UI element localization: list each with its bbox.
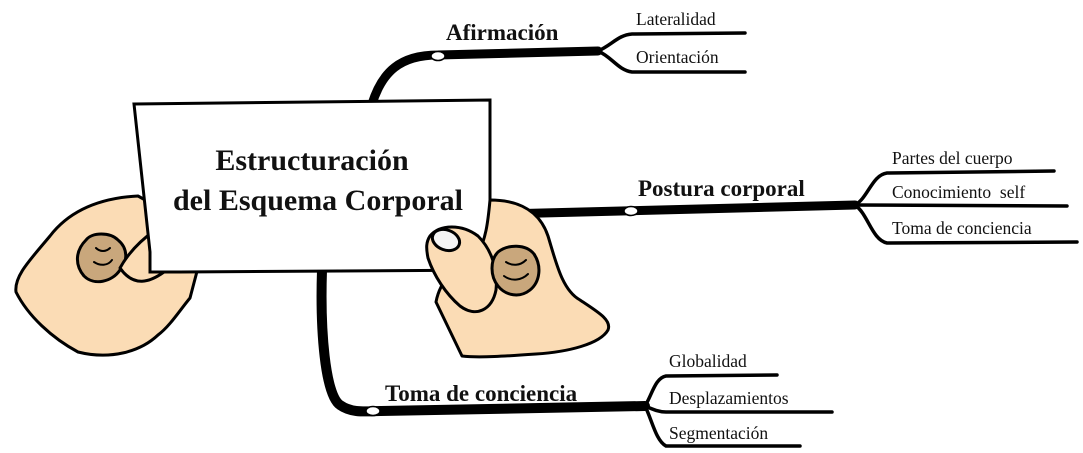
leaf-label: Lateralidad [636, 9, 716, 29]
right-hand-illustration [425, 198, 611, 359]
fork-toma-top [643, 373, 779, 408]
fork-postura-top [853, 169, 1056, 207]
fork-afirmacion-bottom [596, 49, 747, 74]
leaf-label: Conocimiento self [892, 182, 1025, 202]
fork-postura-bottom [853, 203, 1079, 245]
leaf-label: Orientación [636, 47, 719, 67]
branch-label-postura: Postura corporal [638, 176, 805, 201]
card-shape [132, 98, 500, 274]
fork-afirmacion-top [596, 31, 747, 53]
dot-toma [365, 405, 381, 417]
leaf-label: Toma de conciencia [892, 218, 1032, 238]
right-hand-fingers [490, 244, 541, 297]
leaf-label: Globalidad [669, 351, 747, 371]
center-title-line-1: Estructuración [215, 144, 409, 177]
connector-postura [500, 200, 860, 219]
center-title-line-2: del Esquema Corporal [173, 184, 463, 217]
connector-afirmacion [367, 46, 603, 109]
left-hand-finger-crease [93, 247, 113, 266]
right-hand-thumbnail [430, 227, 462, 253]
connector-dots [365, 50, 639, 417]
leaf-lines [596, 31, 1079, 448]
right-hand-finger-crease [503, 259, 529, 281]
fork-toma-bottom [643, 404, 802, 448]
dot-postura [623, 205, 639, 217]
dot-afirmacion [430, 50, 446, 62]
leaf-label: Partes del cuerpo [892, 148, 1013, 168]
central-card [132, 98, 500, 274]
branch-label-afirmacion: Afirmación [446, 20, 559, 45]
leaf-label: Desplazamientos [669, 388, 789, 408]
fork-postura-mid [853, 203, 1069, 208]
leaf-label: Segmentación [669, 423, 768, 443]
branch-label-toma: Toma de conciencia [385, 381, 578, 406]
